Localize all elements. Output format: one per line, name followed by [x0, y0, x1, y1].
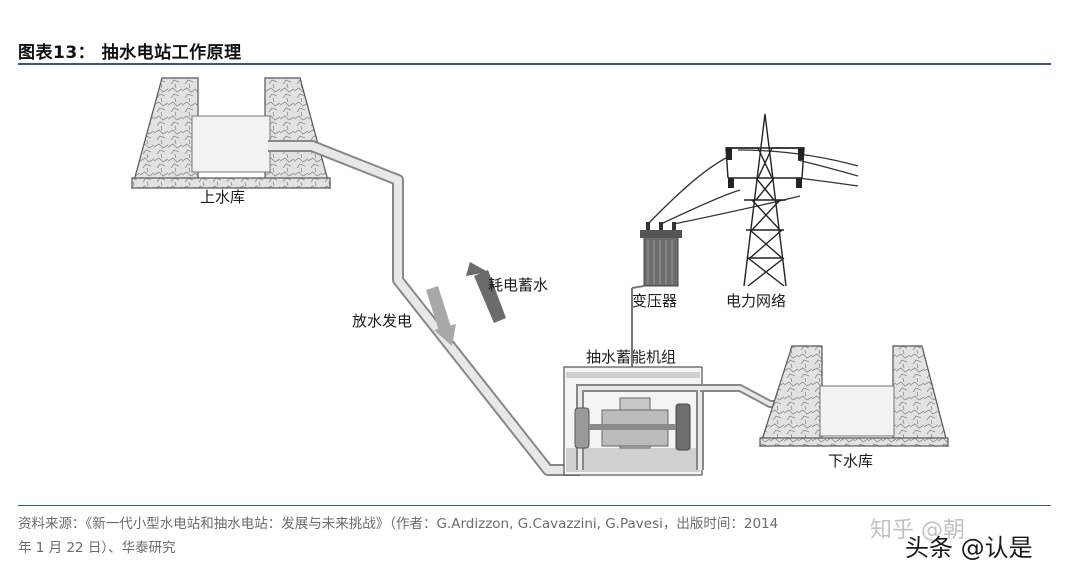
pumping-label: 耗电蓄水	[488, 276, 548, 294]
footer-divider	[18, 505, 1051, 506]
generating-arrow	[426, 286, 456, 346]
lower-reservoir	[759, 345, 949, 447]
source-line-1: 资料来源：《新一代小型水电站和抽水电站：发展与未来挑战》（作者：G.Ardizz…	[18, 516, 779, 532]
source-note: 资料来源：《新一代小型水电站和抽水电站：发展与未来挑战》（作者：G.Ardizz…	[18, 512, 1058, 560]
lower-reservoir-label: 下水库	[828, 452, 873, 470]
figure-title: 图表13： 抽水电站工作原理	[18, 43, 242, 63]
upper-reservoir	[131, 77, 331, 189]
source-line-2: 年 1 月 22 日）、华泰研究	[18, 540, 176, 556]
pump-storage-unit	[563, 366, 704, 476]
toutiao-watermark: 头条 @认是	[905, 534, 1033, 562]
transformer-label: 变压器	[632, 292, 677, 310]
transmission-tower	[725, 113, 805, 287]
zhihu-watermark: 知乎 @朝	[870, 518, 965, 543]
penstock-pipe	[268, 140, 580, 476]
power-grid-label: 电力网络	[726, 292, 786, 310]
tower-insulators	[726, 148, 804, 188]
pumping-arrow	[466, 262, 506, 323]
generating-label: 放水发电	[352, 312, 412, 330]
title-divider	[18, 63, 1051, 65]
upper-reservoir-label: 上水库	[200, 188, 245, 206]
power-lines	[647, 149, 859, 225]
transformer	[631, 222, 682, 289]
pumped-storage-diagram: 上水库 耗电蓄水 放水发电 抽水蓄能机组 下水库	[131, 77, 949, 476]
